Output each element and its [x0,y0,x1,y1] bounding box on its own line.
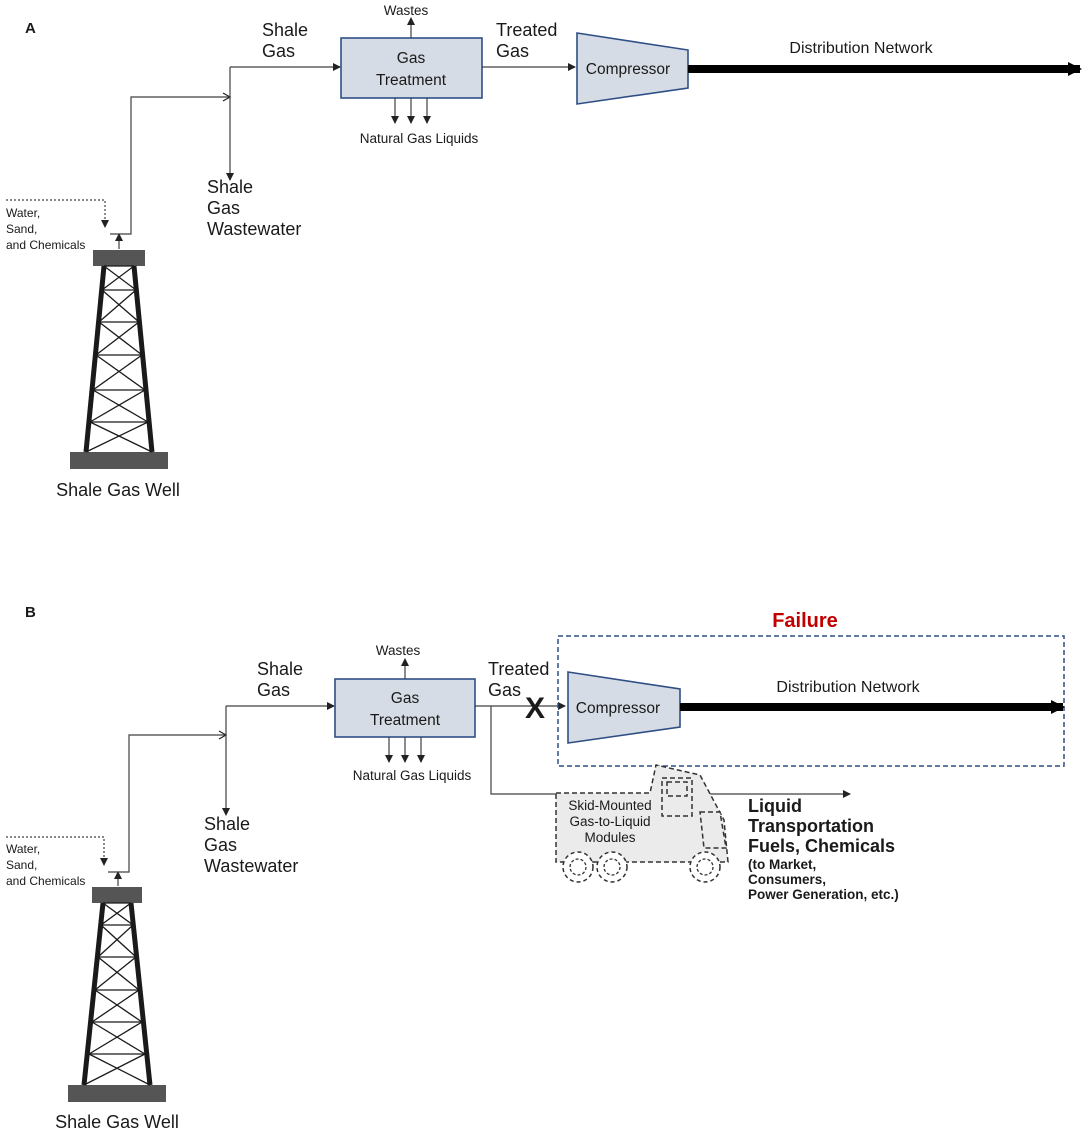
inputs-label-line1: Water, [6,206,40,220]
compressor-shape [576,32,689,105]
gtl-label-line3: Modules [584,830,635,845]
gtl-label-line2: Gas-to-Liquid [569,814,650,829]
shale-gas-well-icon [68,887,166,1102]
wastewater-label-line1: Shale [207,177,253,197]
products-label-line3: Fuels, Chemicals [748,836,895,856]
panel-b: B Shale Gas Well Wat [6,604,1065,1132]
products-note-line3: Power Generation, etc.) [748,887,899,902]
wastewater-label-line2: Gas [207,198,240,218]
gas-treatment-box [340,37,483,99]
well-label: Shale Gas Well [56,480,180,500]
gas-treatment-box [334,678,476,738]
failure-x-mark: X [525,692,545,725]
treated-gas-label-line1: Treated [496,20,557,40]
wastewater-label-line3: Wastewater [207,219,301,239]
inputs-label-line3: and Chemicals [6,238,85,252]
compressor-shape [567,671,681,744]
shale-gas-label-line2: Gas [257,680,290,700]
wastewater-label-line1: Shale [204,814,250,834]
wastewater-label-line3: Wastewater [204,856,298,876]
shale-gas-label-line1: Shale [257,659,303,679]
distribution-network-label: Distribution Network [789,40,933,57]
treated-gas-label-line1: Treated [488,659,549,679]
gas-treatment-label-line2: Treatment [370,712,441,729]
inputs-label-line1: Water, [6,842,40,856]
well-to-junction-line [108,730,228,873]
shale-gas-label-line2: Gas [262,41,295,61]
gas-treatment-label-line1: Gas [397,50,426,67]
well-to-junction-line [110,92,232,235]
inputs-label-line3: and Chemicals [6,874,85,888]
ngl-label: Natural Gas Liquids [353,768,472,783]
products-label-line2: Transportation [748,816,874,836]
wastewater-label-line2: Gas [204,835,237,855]
ngl-label: Natural Gas Liquids [360,131,479,146]
inputs-arrow [6,199,109,228]
panel-letter-a: A [25,20,36,37]
wastes-label: Wastes [376,643,421,658]
inputs-label-line2: Sand, [6,222,37,236]
panel-letter-b: B [25,604,36,621]
compressor-label: Compressor [576,700,660,717]
gas-treatment-label-line2: Treatment [376,72,447,89]
products-label-line1: Liquid [748,796,802,816]
gas-treatment-label-line1: Gas [391,690,420,707]
gtl-truck-icon [555,764,729,883]
shale-gas-well-icon [70,250,168,469]
distribution-network-label: Distribution Network [776,679,920,696]
inputs-arrow [6,836,108,866]
compressor-label: Compressor [586,61,670,78]
panel-a: A Shale Gas Well Wat [6,3,1082,500]
wastes-label: Wastes [384,3,429,18]
gtl-route-arrow [490,706,851,798]
gtl-label-line1: Skid-Mounted [568,798,651,813]
treated-gas-label-line2: Gas [488,680,521,700]
failure-label: Failure [772,610,838,632]
shale-gas-label-line1: Shale [262,20,308,40]
well-label: Shale Gas Well [55,1112,179,1132]
products-note-line1: (to Market, [748,857,816,872]
products-note-line2: Consumers, [748,872,826,887]
treated-gas-label-line2: Gas [496,41,529,61]
inputs-label-line2: Sand, [6,858,37,872]
